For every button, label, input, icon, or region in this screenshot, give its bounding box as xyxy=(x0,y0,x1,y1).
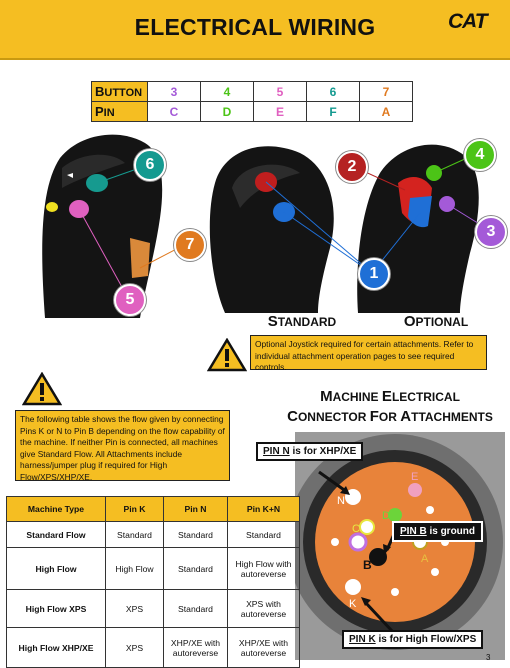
pin-n-label: PIN N is for XHP/XE xyxy=(256,442,364,461)
callout-7: 7 xyxy=(174,229,206,261)
cell: Standard xyxy=(163,547,228,590)
callout-3: 3 xyxy=(475,216,507,248)
connector-title-line1: MACHINE ELECTRICAL xyxy=(320,388,460,405)
pin-b-label: PIN B is ground xyxy=(392,521,484,542)
pin-cell-e: E xyxy=(253,101,307,122)
flow-table-header: Machine Type Pin K Pin N Pin K+N xyxy=(6,496,300,522)
cell: Standard xyxy=(227,521,300,548)
button-cell-6: 6 xyxy=(306,81,360,102)
button-cell-5: 5 xyxy=(253,81,307,102)
standard-joystick-image xyxy=(209,146,334,313)
cell: XHP/XE with autoreverse xyxy=(163,627,228,668)
callout-2: 2 xyxy=(336,151,368,183)
table-row: Standard Flow Standard Standard Standard xyxy=(6,521,300,548)
cell: Standard xyxy=(163,521,228,548)
flow-table: Machine Type Pin K Pin N Pin K+N Standar… xyxy=(6,496,300,668)
left-joystick-image xyxy=(42,134,163,318)
optional-joystick-note: Optional Joystick required for certain a… xyxy=(250,335,487,372)
button-cell-7: 7 xyxy=(359,81,413,102)
page-number: 3 xyxy=(486,653,491,662)
cell: Standard xyxy=(105,521,164,548)
cell: High Flow xyxy=(105,547,164,590)
cell: Standard xyxy=(163,589,228,628)
callout-5: 5 xyxy=(114,284,146,316)
button-row-header: BUTTON xyxy=(91,81,148,102)
pin-row: PIN C D E F A xyxy=(91,101,413,122)
caption-optional: OPTIONAL xyxy=(403,313,469,330)
cell: High Flow XPS xyxy=(6,589,106,628)
cat-logo-triangle xyxy=(464,27,476,33)
cell: High Flow xyxy=(6,547,106,590)
connector-image: N E D C A B K xyxy=(295,432,505,660)
cell: High Flow XHP/XE xyxy=(6,627,106,668)
header-bar xyxy=(0,0,510,60)
cat-logo: CAT xyxy=(448,10,488,33)
button-cell-3: 3 xyxy=(147,81,201,102)
th-machine-type: Machine Type xyxy=(6,496,106,522)
button-pin-table: BUTTON 3 4 5 6 7 PIN C D E F A xyxy=(91,81,413,122)
pin-c-mark: C xyxy=(352,523,360,535)
warning-icon-2 xyxy=(22,372,62,406)
pin-k-label: PIN K is for High Flow/XPS xyxy=(342,630,484,649)
th-pin-n: Pin N xyxy=(163,496,228,522)
th-pin-k: Pin K xyxy=(105,496,164,522)
pin-d-mark: D xyxy=(382,510,390,522)
flow-note: The following table shows the flow given… xyxy=(15,410,230,482)
table-row: High Flow XPS XPS Standard XPS with auto… xyxy=(6,589,300,628)
button-cell-4: 4 xyxy=(200,81,254,102)
cell: XPS with autoreverse xyxy=(227,589,300,628)
cell: XPS xyxy=(105,589,164,628)
table-row: High Flow High Flow Standard High Flow w… xyxy=(6,547,300,590)
callout-6: 6 xyxy=(134,149,166,181)
pin-a-mark: A xyxy=(421,553,429,565)
pin-e-mark: E xyxy=(411,471,418,483)
pin-label: PIN xyxy=(95,104,115,119)
callout-4: 4 xyxy=(464,139,496,171)
table-row: High Flow XHP/XE XPS XHP/XE with autorev… xyxy=(6,627,300,668)
cell: Standard Flow xyxy=(6,521,106,548)
th-pin-kn: Pin K+N xyxy=(227,496,300,522)
pin-cell-a: A xyxy=(359,101,413,122)
page-title: ELECTRICAL WIRING xyxy=(134,14,376,40)
pin-b-mark: B xyxy=(363,558,372,572)
pin-cell-d: D xyxy=(200,101,254,122)
pin-k-mark: K xyxy=(349,598,357,610)
connector-title: MACHINE ELECTRICAL CONNECTOR FOR ATTACHM… xyxy=(285,387,495,427)
pin-n-mark: N xyxy=(337,495,345,507)
cell: XPS xyxy=(105,627,164,668)
caption-standard: STANDARD xyxy=(267,313,337,330)
warning-icon xyxy=(207,338,247,372)
cell: High Flow with autoreverse xyxy=(227,547,300,590)
pin-cell-f: F xyxy=(306,101,360,122)
pin-cell-c: C xyxy=(147,101,201,122)
joystick-illustrations xyxy=(42,134,490,318)
connector-title-line2: CONNECTOR FOR ATTACHMENTS xyxy=(287,408,493,425)
callout-1: 1 xyxy=(358,258,390,290)
button-label: BUTTON xyxy=(95,84,143,99)
pin-row-header: PIN xyxy=(91,101,148,122)
cell: XHP/XE with autoreverse xyxy=(227,627,300,668)
button-row: BUTTON 3 4 5 6 7 xyxy=(91,81,413,102)
